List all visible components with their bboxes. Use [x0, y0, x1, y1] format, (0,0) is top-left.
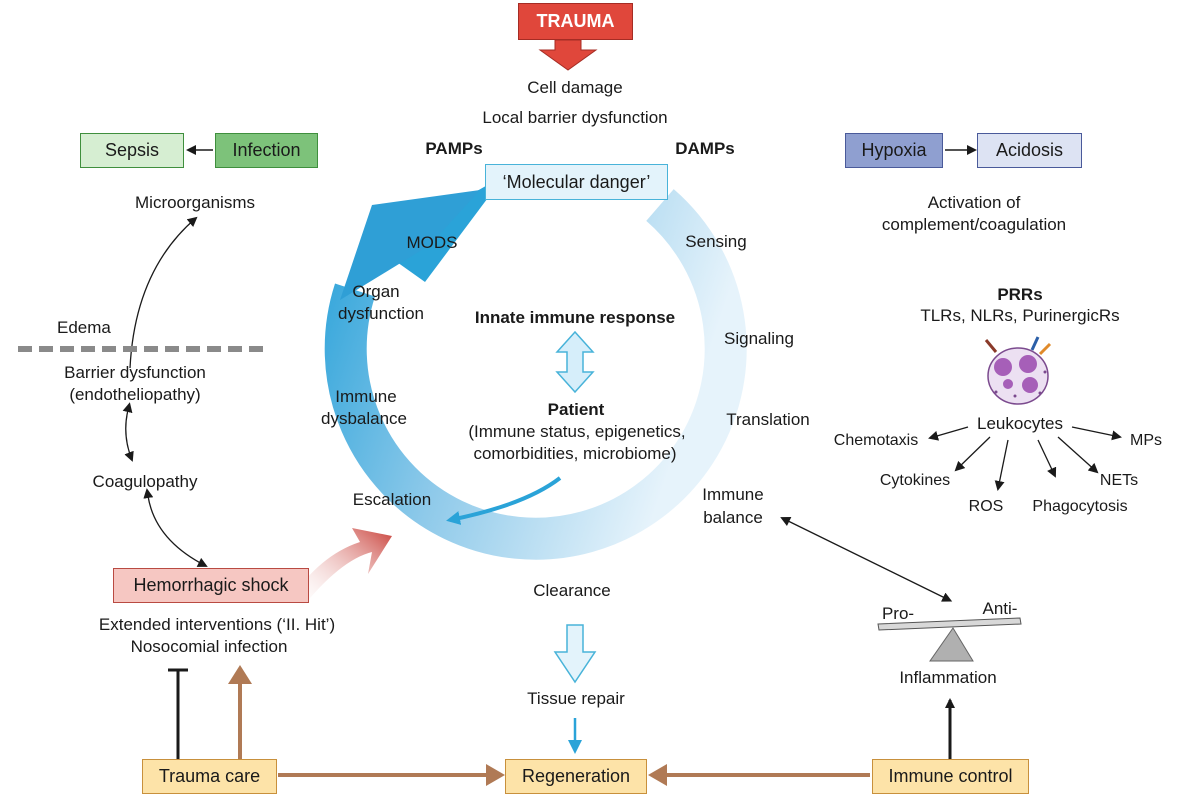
acidosis-box: Acidosis [977, 133, 1082, 168]
pamps-text: PAMPs [425, 139, 483, 158]
trauma-care-label: Trauma care [158, 766, 261, 786]
leuk-mps-arrow [1071, 426, 1122, 441]
coagulopathy-shock-arrow [143, 488, 208, 567]
sepsis-box: Sepsis [80, 133, 184, 168]
barrier-dysfunction-text: Barrier dysfunction [64, 363, 206, 382]
sepsis-label: Sepsis [104, 140, 160, 160]
clearance-down-arrow [553, 624, 597, 684]
regeneration-box: Regeneration [505, 759, 647, 794]
immune-balance-label-1: Immune [702, 485, 764, 504]
trauma-arrow [538, 39, 598, 71]
leuk-cytokines-arrow [954, 436, 991, 472]
leuk-nets-arrow [1057, 436, 1099, 474]
phagocytosis-text: Phagocytosis [1032, 498, 1128, 515]
balance-seesaw-arrow [780, 517, 953, 602]
hit-red-arrow [290, 528, 392, 610]
organ-dysfunction-label-1: Organ [352, 282, 400, 301]
leuk-phagocytosis-arrow [1037, 439, 1057, 478]
mps-text: MPs [1130, 432, 1162, 449]
patient-text: Patient [547, 400, 605, 419]
infection-label: Infection [232, 140, 301, 160]
translation-label: Translation [726, 410, 810, 429]
prr-list-text: TLRs, NLRs, PurinergicRs [920, 306, 1120, 325]
immune-control-label: Immune control [888, 766, 1013, 786]
microorganisms-text: Microorganisms [135, 193, 255, 212]
innate-immune-response-text: Innate immune response [474, 308, 676, 327]
organ-dysfunction-label-2: dysfunction [338, 304, 424, 323]
clearance-label: Clearance [533, 581, 611, 600]
inflammation-seesaw [877, 617, 1022, 662]
innate-patient-double-arrow [555, 330, 595, 394]
local-barrier-text: Local barrier dysfunction [482, 108, 668, 127]
molecular-danger-label: ‘Molecular danger’ [502, 171, 651, 192]
hypoxia-label: Hypoxia [861, 140, 927, 160]
activation-text-1: Activation of [927, 193, 1021, 212]
patient-detail-2: comorbidities, microbiome) [473, 444, 677, 463]
immune-cycle-ring [324, 175, 747, 560]
leukocytes-text: Leukocytes [977, 414, 1063, 433]
trauma-care-to-regeneration-arrow [278, 764, 505, 786]
leukocyte-cell-icon [984, 336, 1052, 405]
trauma-box: TRAUMA [518, 3, 633, 40]
barrier-coagulopathy-arrow [122, 402, 134, 462]
damps-text: DAMPs [675, 139, 735, 158]
endotheliopathy-text: (endotheliopathy) [69, 385, 201, 404]
ros-text: ROS [968, 498, 1004, 515]
activation-text-2: complement/coagulation [881, 215, 1067, 234]
molecular-danger-box: ‘Molecular danger’ [485, 164, 668, 200]
anti-text: Anti- [982, 599, 1018, 618]
regeneration-label: Regeneration [521, 766, 631, 786]
nosocomial-infection-text: Nosocomial infection [130, 637, 288, 656]
infection-box: Infection [215, 133, 318, 168]
trauma-care-inhibit [168, 668, 188, 760]
trauma-care-to-hit-arrow [228, 665, 252, 760]
trauma-label: TRAUMA [536, 11, 615, 31]
immune-balance-label-2: balance [703, 508, 763, 527]
prrs-text: PRRs [997, 285, 1043, 304]
edema-to-microorganisms-arrow [129, 216, 198, 369]
immune-dysbalance-label-2: dysbalance [320, 409, 408, 428]
pro-text: Pro- [881, 604, 915, 623]
leuk-ros-arrow [994, 439, 1009, 491]
immune-control-to-regeneration-arrow [648, 764, 870, 786]
cytokines-text: Cytokines [879, 472, 951, 489]
hemorrhagic-shock-label: Hemorrhagic shock [133, 575, 289, 595]
extended-interventions-text: Extended interventions (‘II. Hit’) [98, 615, 336, 634]
tissue-repair-text: Tissue repair [527, 689, 625, 708]
signaling-label: Signaling [724, 329, 794, 348]
acidosis-label: Acidosis [995, 140, 1064, 160]
chemotaxis-text: Chemotaxis [833, 432, 919, 449]
nets-text: NETs [1099, 472, 1139, 489]
immune-dysbalance-label-1: Immune [335, 387, 397, 406]
hemorrhagic-shock-box: Hemorrhagic shock [113, 568, 309, 603]
trauma-care-box: Trauma care [142, 759, 277, 794]
escalation-label: Escalation [352, 490, 432, 509]
hypoxia-box: Hypoxia [845, 133, 943, 168]
sensing-label: Sensing [685, 232, 747, 251]
immune-control-box: Immune control [872, 759, 1029, 794]
inflammation-text: Inflammation [899, 668, 997, 687]
mods-label: MODS [406, 233, 458, 252]
cell-damage-text: Cell damage [527, 78, 623, 97]
coagulopathy-text: Coagulopathy [92, 472, 198, 491]
patient-detail-1: (Immune status, epigenetics, [468, 422, 686, 441]
escalation-arrow [446, 476, 562, 525]
leuk-chemotaxis-arrow [928, 426, 969, 441]
edema-text: Edema [57, 318, 111, 337]
